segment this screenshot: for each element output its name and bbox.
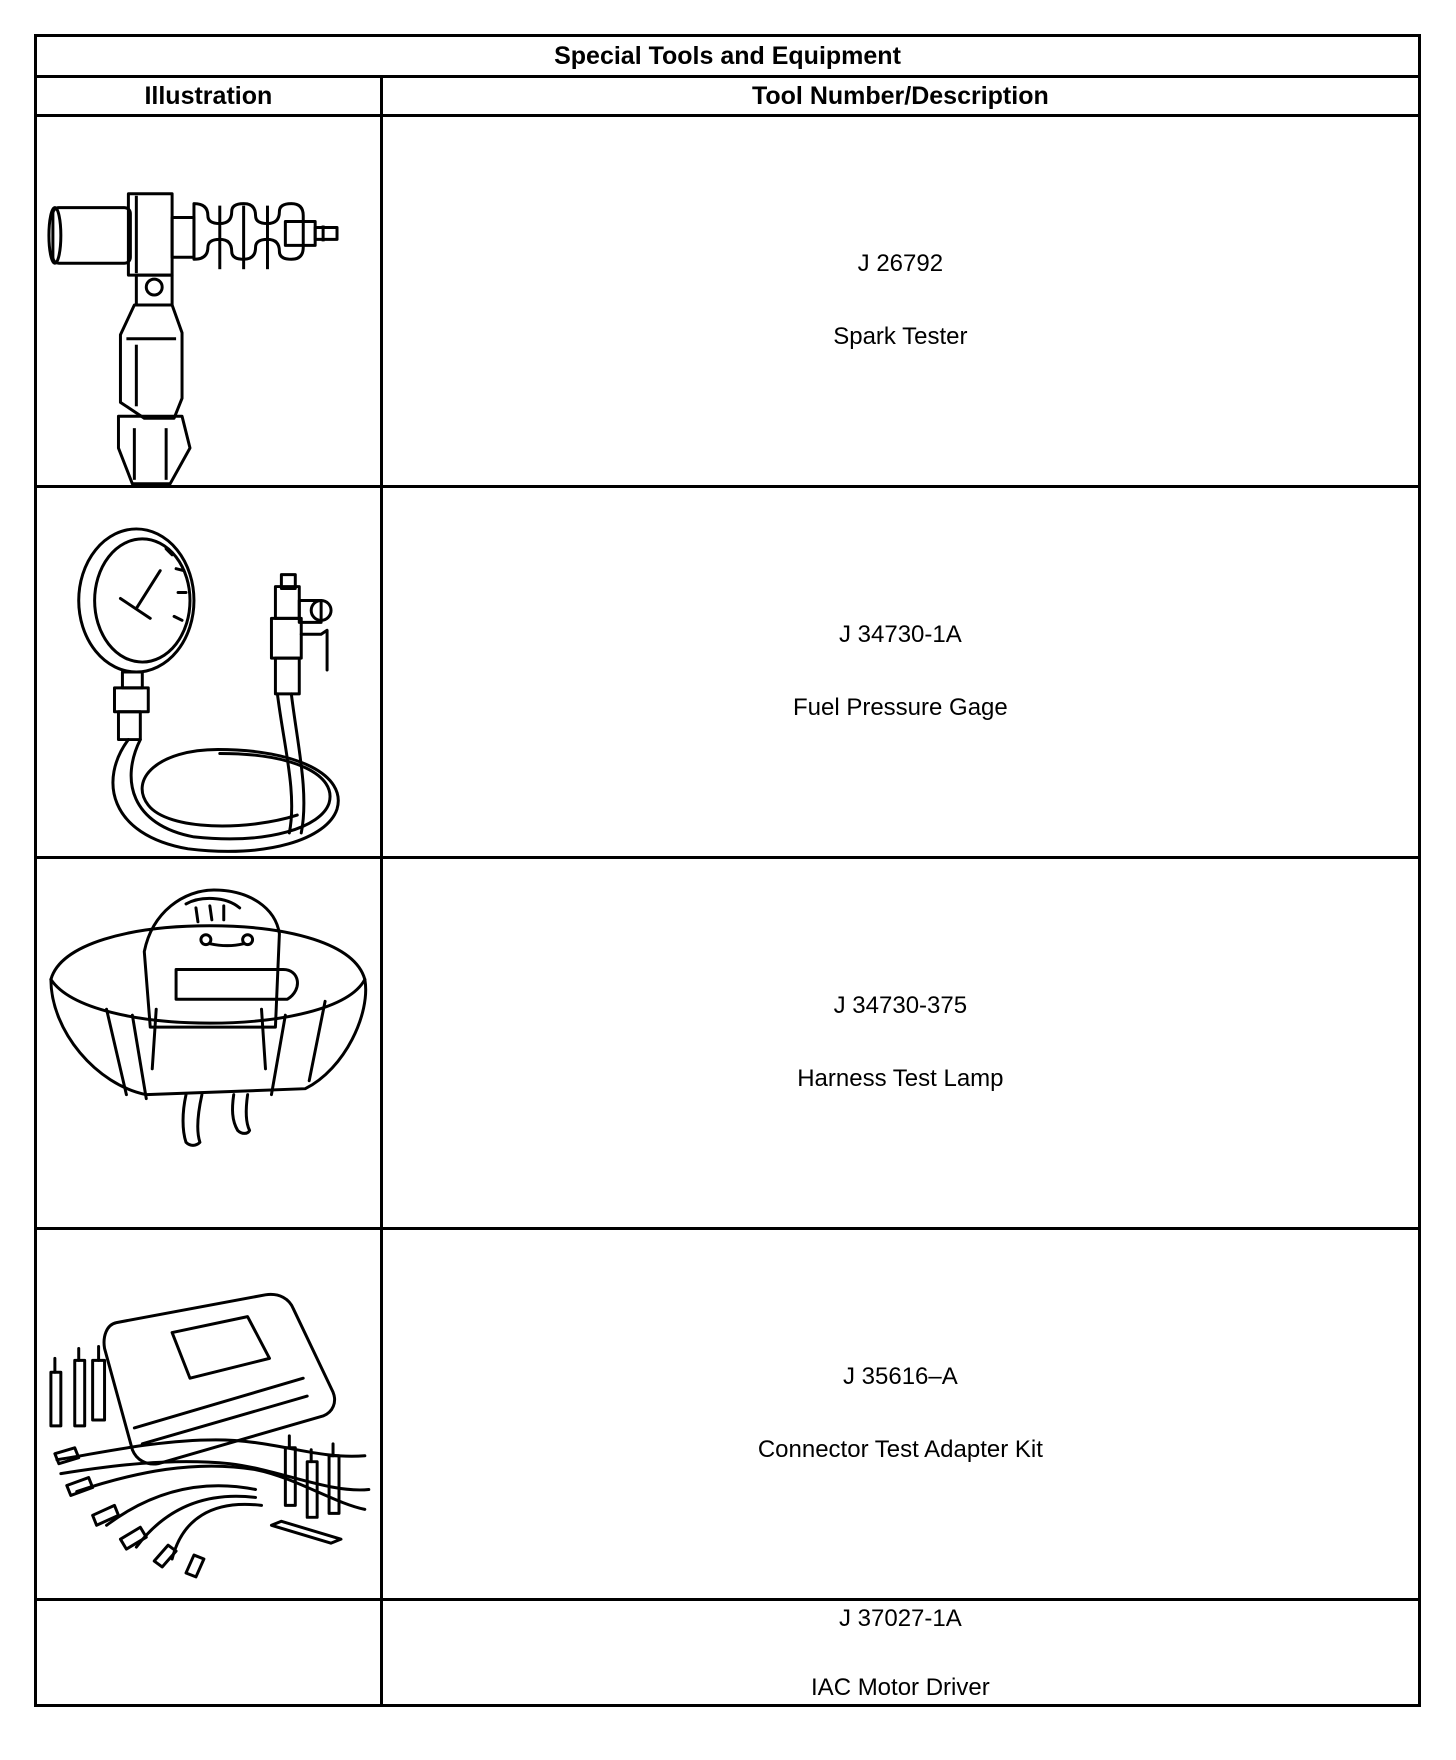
tool-description: Fuel Pressure Gage bbox=[792, 694, 1008, 721]
illustration-cell bbox=[34, 114, 383, 488]
table-row: J 34730-375 Harness Test Lamp bbox=[34, 856, 1422, 1230]
table-row: J 37027-1A IAC Motor Driver bbox=[34, 1598, 1422, 1707]
fuel-pressure-gage-illustration bbox=[77, 527, 340, 853]
description-column-header: Tool Number/Description bbox=[379, 75, 1422, 117]
tool-number: J 37027-1A bbox=[838, 1605, 962, 1632]
spark-tester-illustration bbox=[47, 192, 339, 485]
description-cell: J 35616–A Connector Test Adapter Kit bbox=[379, 1227, 1422, 1601]
tool-description: IAC Motor Driver bbox=[811, 1673, 990, 1701]
table-row: J 26792 Spark Tester bbox=[34, 114, 1422, 488]
tool-number: J 35616–A bbox=[842, 1363, 958, 1391]
illustration-cell bbox=[34, 485, 383, 859]
description-cell: J 37027-1A IAC Motor Driver bbox=[379, 1598, 1422, 1707]
illustration-cell bbox=[34, 1227, 383, 1601]
table-title: Special Tools and Equipment bbox=[34, 34, 1421, 78]
tool-description: Harness Test Lamp bbox=[797, 1065, 1004, 1092]
tool-number: J 26792 bbox=[857, 250, 944, 278]
illustration-column-header: Illustration bbox=[34, 75, 383, 117]
tool-number: J 34730-1A bbox=[838, 621, 962, 649]
table-row: J 35616–A Connector Test Adapter Kit bbox=[34, 1227, 1422, 1601]
tool-description: Connector Test Adapter Kit bbox=[757, 1436, 1043, 1463]
illustration-cell bbox=[34, 856, 383, 1230]
connector-test-adapter-kit-illustration bbox=[49, 1292, 371, 1579]
tool-description: Spark Tester bbox=[833, 323, 968, 350]
harness-test-lamp-illustration bbox=[49, 888, 368, 1147]
description-cell: J 26792 Spark Tester bbox=[379, 114, 1422, 488]
description-cell: J 34730-375 Harness Test Lamp bbox=[379, 856, 1422, 1230]
description-cell: J 34730-1A Fuel Pressure Gage bbox=[379, 485, 1422, 859]
special-tools-table: Special Tools and Equipment Illustration… bbox=[34, 34, 1422, 1707]
table-row: J 34730-1A Fuel Pressure Gage bbox=[34, 485, 1422, 859]
illustration-cell bbox=[34, 1598, 383, 1707]
tool-number: J 34730-375 bbox=[833, 992, 968, 1020]
